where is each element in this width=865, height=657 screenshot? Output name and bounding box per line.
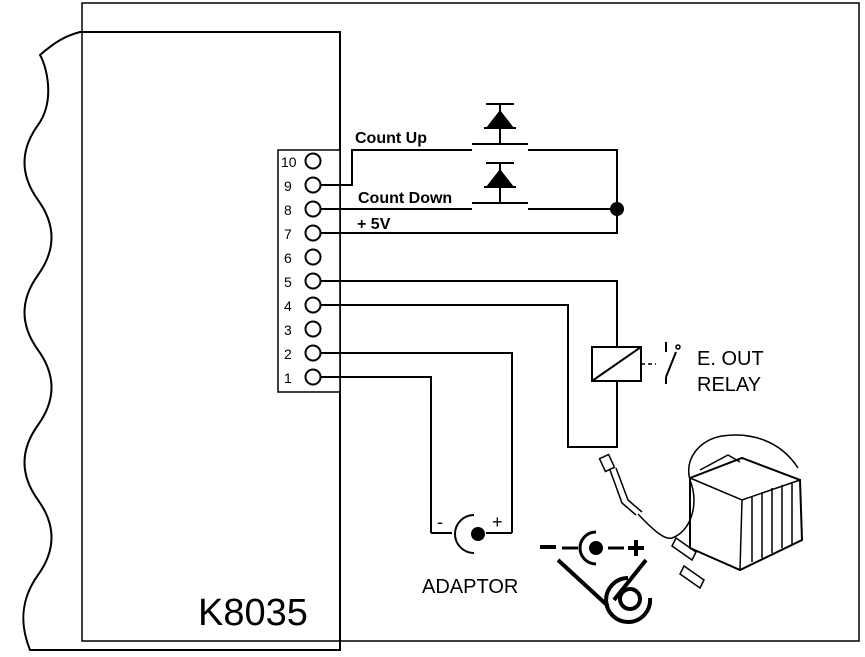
wire-adaptor-minus [320,376,432,533]
terminal-number: 10 [281,154,297,170]
terminal-number: 6 [284,250,292,266]
pushbutton-count-down [472,162,528,204]
junction-dot [610,202,624,216]
terminal-10: 10 [281,152,322,170]
pushbutton-count-up [472,103,528,145]
relay-contact [641,342,681,384]
adaptor-plus-sign: + [492,512,503,532]
count-down-label: Count Down [358,190,452,207]
adaptor-minus-sign: - [437,512,443,532]
dc-jack-symbol [431,514,512,554]
terminal-number: 3 [284,322,292,338]
terminal-number: 2 [284,346,292,362]
relay-label-line2: RELAY [697,374,761,396]
relay-coil [591,346,642,382]
terminal-number: 4 [284,298,292,314]
wire-relay-terminal-4 [320,304,618,448]
terminal-3: 3 [284,320,322,338]
wire-relay-terminal-5 [320,280,618,347]
plus-5v-label: + 5V [357,216,391,233]
polarity-symbol [540,530,653,624]
count-up-label: Count Up [355,130,427,147]
k8035-board-outline [22,31,341,651]
terminal-number: 1 [284,370,292,386]
terminal-number: 7 [284,226,292,242]
wire-count-up [320,149,472,186]
outer-frame [81,2,860,642]
terminal-5: 5 [284,272,322,290]
terminal-7: 7 [284,224,322,242]
adaptor-label: ADAPTOR [422,576,518,598]
terminal-number: 8 [284,202,292,218]
wall-adaptor-icon [598,434,804,590]
board-name: K8035 [198,592,308,634]
wire-adaptor-plus [320,352,513,533]
terminal-6: 6 [284,248,322,266]
relay-label-line1: E. OUT [697,348,764,370]
terminal-8: 8 [284,200,322,218]
terminal-number: 9 [284,178,292,194]
wire-plus-5v [320,149,618,234]
terminal-number: 5 [284,274,292,290]
